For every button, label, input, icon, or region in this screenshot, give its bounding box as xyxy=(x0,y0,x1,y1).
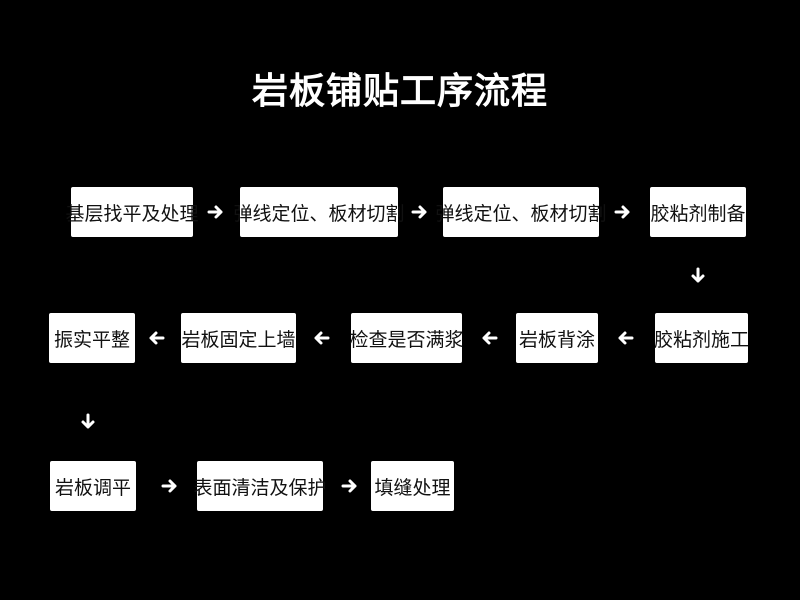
arrow-right-icon xyxy=(204,200,228,224)
arrow-down-icon xyxy=(686,264,710,288)
arrow-left-icon xyxy=(309,326,333,350)
step-6-box: 岩板背涂 xyxy=(516,313,598,363)
step-4-box: 胶粘剂制备 xyxy=(650,187,746,237)
diagram-title: 岩板铺贴工序流程 xyxy=(251,71,548,112)
step-5-box: 胶粘剂施工 xyxy=(654,313,749,363)
arrow-right-icon xyxy=(158,474,182,498)
arrow-down-icon xyxy=(76,410,100,434)
step-7-box: 检查是否满浆 xyxy=(350,313,464,363)
step-8-box: 岩板固定上墙 xyxy=(181,313,296,363)
step-3-box: 弹线定位、板材切割 xyxy=(436,187,607,237)
step-11-box: 表面清洁及保护 xyxy=(194,461,327,511)
step-9-box: 振实平整 xyxy=(49,313,135,363)
step-2-box: 弹线定位、板材切割 xyxy=(234,187,405,237)
step-1-box: 基层找平及处理 xyxy=(66,187,199,237)
arrow-left-icon xyxy=(613,326,637,350)
arrow-left-icon xyxy=(477,326,501,350)
step-10-box: 岩板调平 xyxy=(50,461,136,511)
arrow-right-icon xyxy=(338,474,362,498)
step-12-box: 填缝处理 xyxy=(371,461,454,511)
arrow-right-icon xyxy=(611,200,635,224)
arrow-right-icon xyxy=(408,200,432,224)
arrow-left-icon xyxy=(144,326,168,350)
